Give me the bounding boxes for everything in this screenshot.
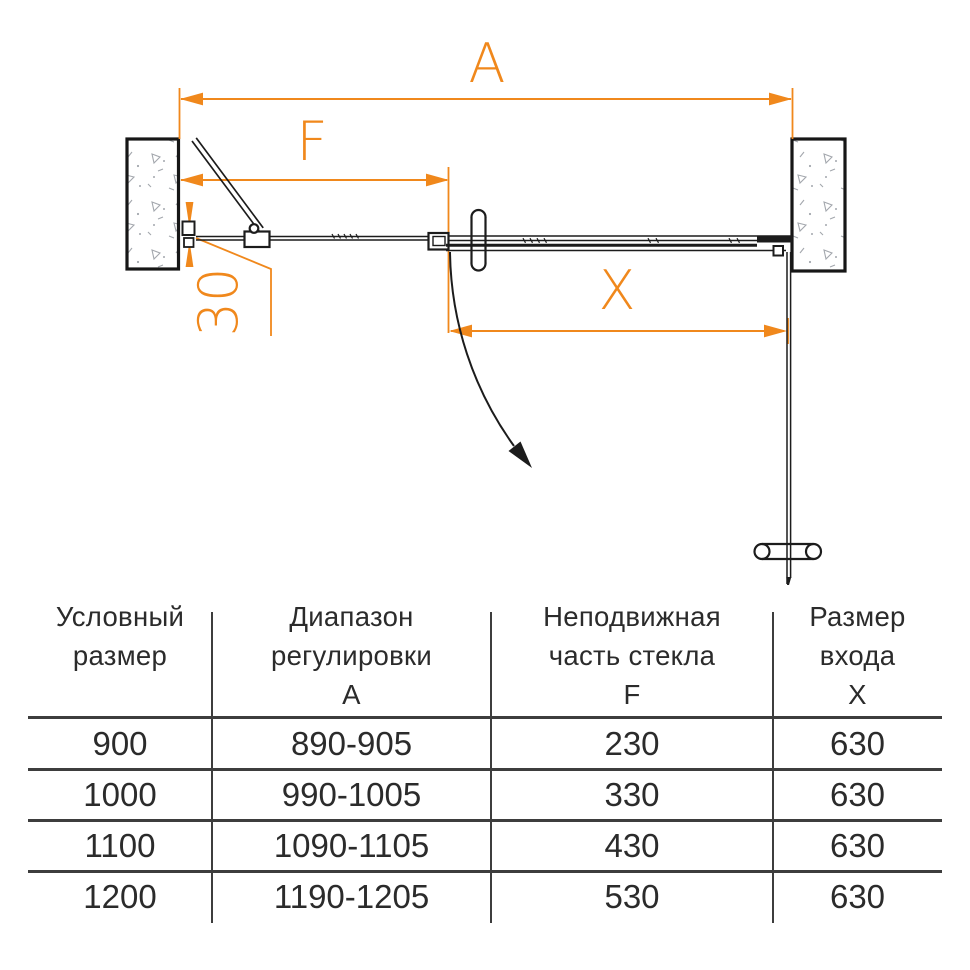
table-cell: 630 [829,877,886,915]
table-cell: 1100 [84,826,156,864]
door-handle-top [470,208,487,272]
table-grid-line [28,768,942,771]
table-cell: 430 [604,826,660,864]
header-fixed-glass-f: Неподвижная часть стекла F [543,601,721,710]
table-cell: 230 [604,724,660,762]
dimension-f-label: F [296,110,327,173]
dimension-a-label: A [469,32,506,95]
table-cell: 630 [829,724,886,762]
door-open-position [191,137,264,232]
table-cell: 1090-1105 [273,826,430,864]
table-grid-line [772,612,774,923]
fixed-glass-panel [196,233,434,241]
table-grid-line [211,612,213,923]
table-cell: 990-1005 [281,775,422,813]
table-cell: 900 [92,724,148,762]
table-grid-line [28,870,942,873]
table-grid-line [490,612,492,923]
wall-profile-right [757,236,793,257]
table-grid-line [28,716,942,719]
dimension-30: 30 [185,202,272,337]
table-cell: 1000 [83,775,157,813]
dimension-x-label: X [599,259,636,322]
table-cell: 890-905 [290,724,413,762]
right-wall-section [790,137,847,273]
table-cell: 530 [604,877,660,915]
table-grid-line [28,819,942,822]
technical-diagram: A F X 30 [125,32,847,590]
table-cell: 630 [829,775,886,813]
dimension-a: A [178,32,794,139]
header-adjustment-range-a: Диапазон регулировки А [270,601,433,710]
glass-break-ticks [331,233,360,239]
dimension-f: F [180,110,450,333]
dimension-x: X [449,259,789,344]
header-entry-size-x: Размер входа X [809,601,906,710]
left-wall-section [125,137,181,271]
door-break-ticks [522,237,741,244]
header-nominal-size: Условный размер [55,601,185,671]
door-hinge [243,223,271,249]
glass-connector [427,231,450,251]
wall-profile-left [181,220,196,248]
table-cell: 1190-1205 [273,877,430,915]
door-open-panel [786,252,792,590]
door-panel-closed [446,235,792,252]
dimension-30-label: 30 [187,268,250,337]
door-swing-arc [449,251,532,468]
table-cell: 630 [829,826,886,864]
table-cell: 330 [604,775,660,813]
table-cell: 1200 [83,877,157,915]
